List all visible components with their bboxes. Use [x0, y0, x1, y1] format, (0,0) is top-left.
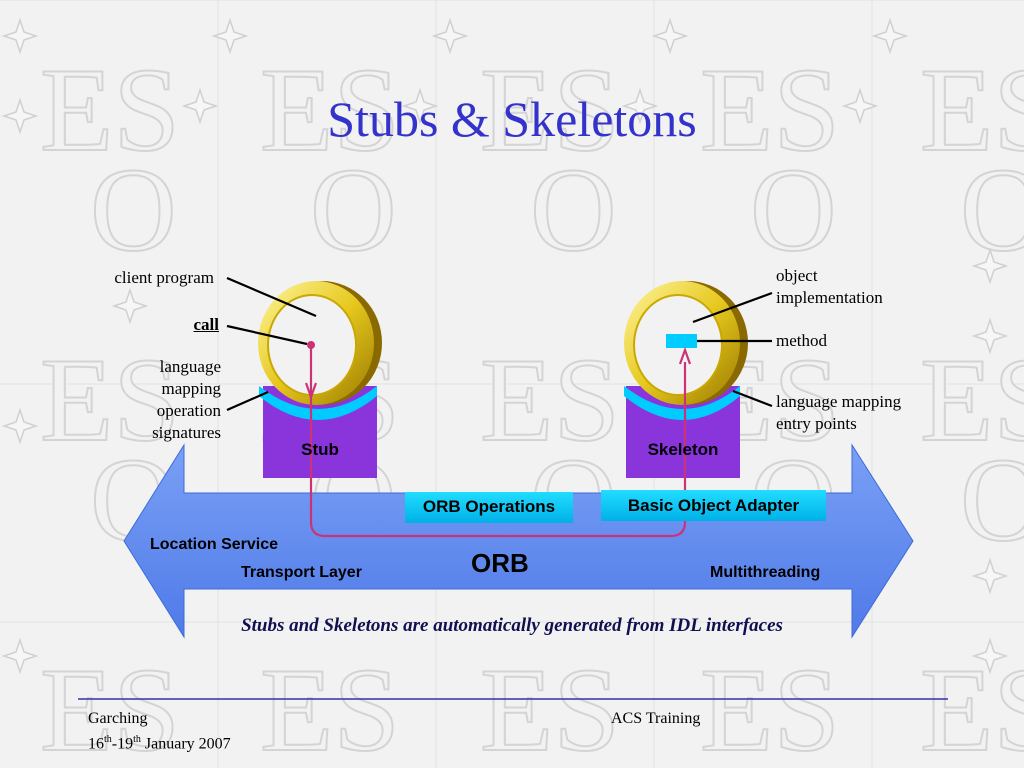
object-implementation-label: object implementation [776, 265, 976, 309]
date-sup: th [133, 734, 141, 745]
skeleton-label: Skeleton [647, 440, 719, 459]
svg-text:O: O [960, 433, 1024, 566]
method-label: method [776, 331, 827, 350]
client-program-label: client program [114, 268, 214, 287]
svg-text:ES: ES [920, 43, 1024, 176]
svg-text:ES: ES [920, 643, 1024, 768]
watermark-stars [1, 17, 1009, 675]
svg-text:O: O [750, 143, 837, 276]
signatures-line: language [159, 357, 221, 376]
slide-caption: Stubs and Skeletons are automatically ge… [241, 615, 783, 636]
svg-text:ES: ES [480, 43, 620, 176]
svg-text:O: O [310, 143, 397, 276]
footer-left: Garching 16th-19th January 2007 [88, 708, 231, 754]
signatures-line: signatures [152, 423, 221, 442]
footer-course: ACS Training [611, 710, 701, 727]
call-dot [307, 341, 315, 349]
call-path [304, 346, 692, 538]
svg-text:ES: ES [480, 643, 620, 768]
svg-text:ES: ES [700, 43, 840, 176]
date-sup: th [104, 734, 112, 745]
svg-text:ES: ES [920, 333, 1024, 466]
signatures-line: mapping [161, 379, 222, 398]
stub-label: Stub [301, 440, 339, 459]
svg-text:ES: ES [700, 643, 840, 768]
implementation-line: implementation [776, 288, 883, 307]
signatures-line: operation [156, 401, 221, 420]
entry-points-label: language mapping entry points [776, 391, 996, 435]
svg-text:ES: ES [260, 43, 400, 176]
call-label: call [193, 315, 220, 334]
location-service-label: Location Service [150, 536, 279, 553]
multithreading-label: Multithreading [710, 564, 821, 581]
orb-label: ORB [471, 548, 529, 578]
svg-text:O: O [90, 143, 177, 276]
svg-text:ES: ES [480, 333, 620, 466]
svg-text:ES: ES [260, 643, 400, 768]
orb-operations-box [405, 492, 573, 523]
orb-operations-label: ORB Operations [422, 497, 556, 516]
method-box [666, 334, 697, 348]
footer-date: 16th-19th January 2007 [88, 729, 231, 754]
slide-title: Stubs & Skeletons [327, 91, 697, 147]
svg-text:O: O [530, 143, 617, 276]
implementation-line: object [776, 266, 818, 285]
date-part: January 2007 [140, 735, 231, 753]
svg-text:ES: ES [40, 43, 180, 176]
entry-points-line: language mapping [776, 392, 902, 411]
transport-layer-label: Transport Layer [241, 564, 362, 581]
svg-text:ES: ES [40, 333, 180, 466]
basic-object-adapter-label: Basic Object Adapter [627, 496, 800, 515]
basic-object-adapter-box [601, 490, 826, 521]
entry-points-line: entry points [776, 414, 857, 433]
date-part: 16 [88, 735, 104, 753]
signatures-label: language mapping operation signatures [81, 356, 221, 444]
svg-text:ES: ES [40, 643, 180, 768]
leader-lines [226, 276, 773, 412]
date-part: -19 [111, 735, 134, 753]
footer-location: Garching [88, 710, 148, 727]
